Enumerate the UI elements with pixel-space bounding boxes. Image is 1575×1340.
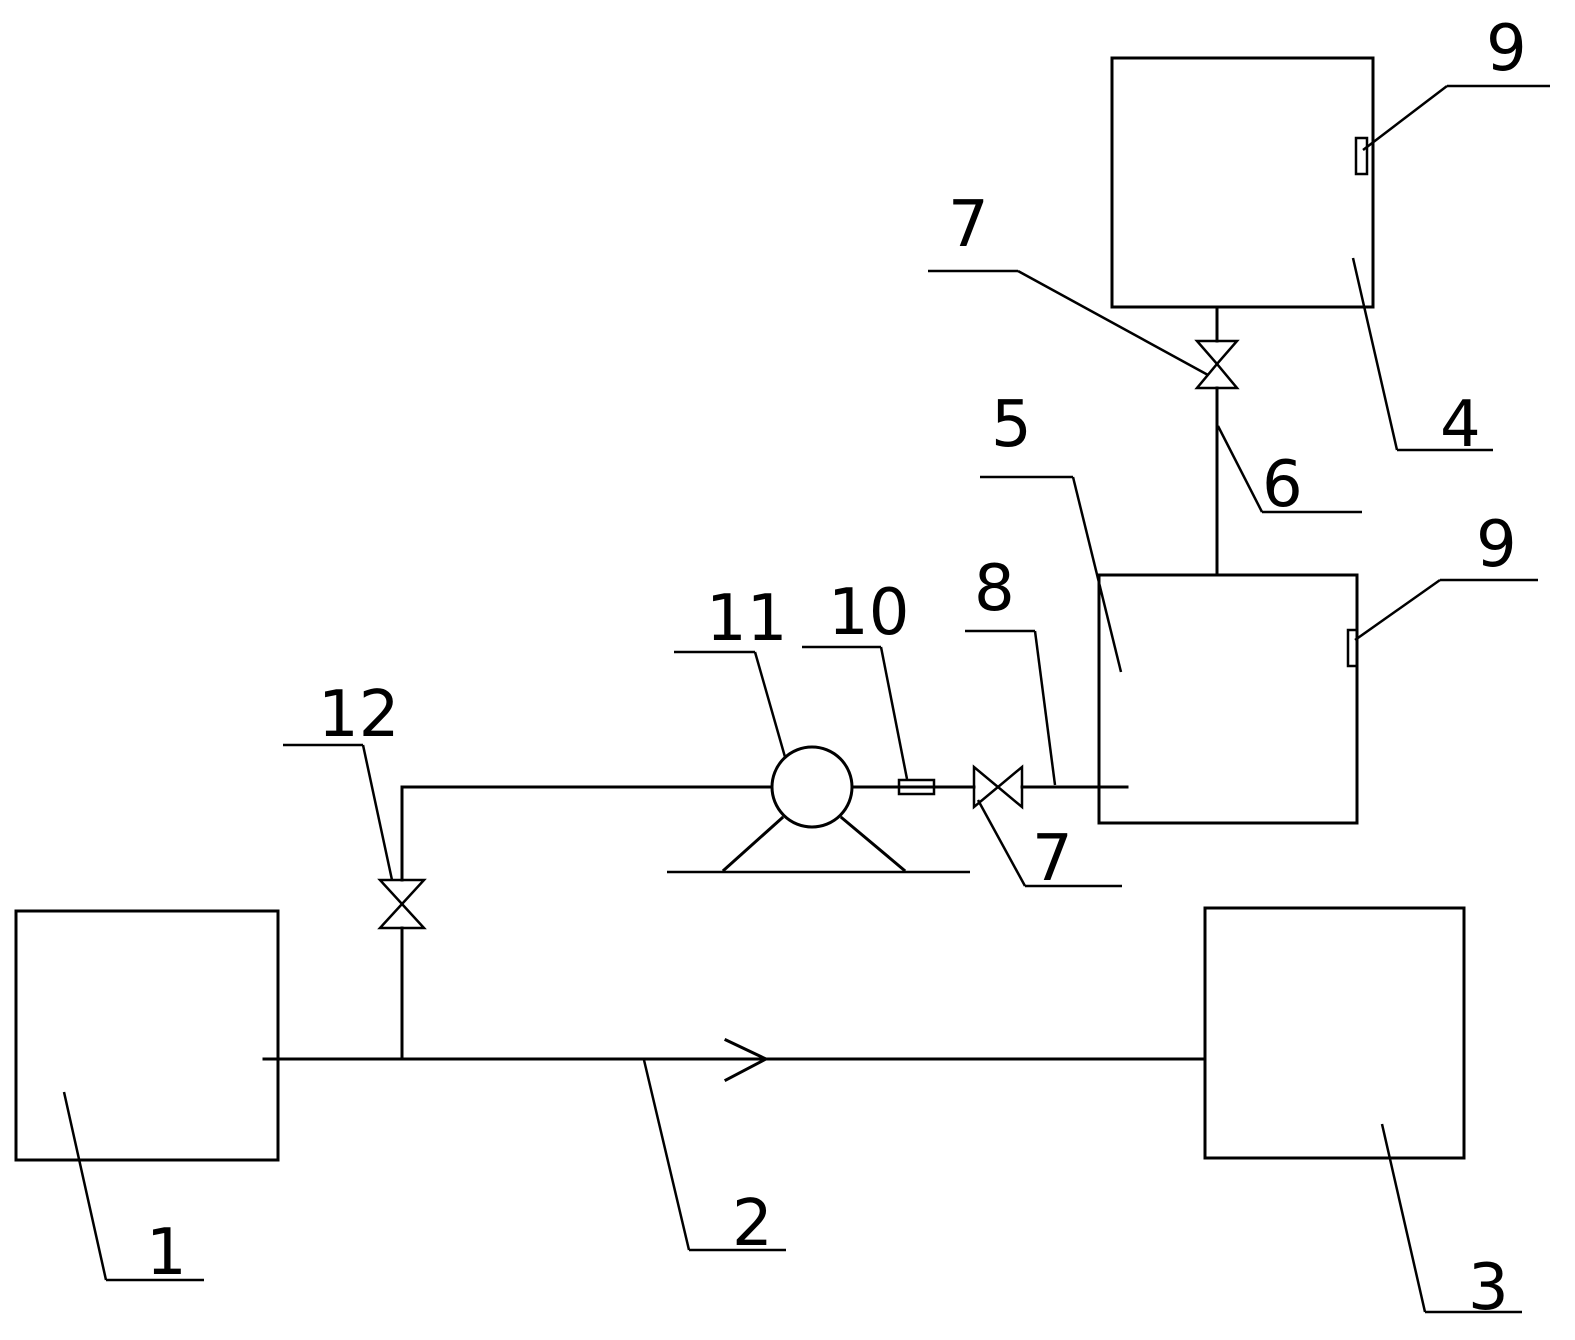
label-7-top: 7 (948, 188, 989, 262)
tank-3 (1203, 906, 1466, 1160)
label-6: 6 (1262, 448, 1303, 522)
tank-5 (1097, 573, 1359, 825)
label-8: 8 (974, 552, 1015, 626)
tank-1 (14, 909, 280, 1162)
leader-lines (62, 84, 1550, 1314)
label-2: 2 (732, 1187, 773, 1261)
label-10: 10 (828, 576, 909, 650)
valve-7-vertical (1194, 339, 1240, 390)
label-5: 5 (991, 388, 1032, 462)
label-7-bottom: 7 (1032, 822, 1073, 896)
label-1: 1 (146, 1216, 187, 1290)
label-9-mid: 9 (1476, 508, 1517, 582)
tank-4 (1110, 56, 1375, 309)
valve-7-horizontal (972, 764, 1024, 810)
valve-12 (377, 878, 427, 930)
sensor-10 (897, 778, 936, 796)
gauge-9-mid (1346, 628, 1359, 668)
label-3: 3 (1468, 1251, 1509, 1325)
gauge-9-top (1354, 136, 1369, 176)
label-9-top: 9 (1486, 12, 1527, 86)
label-11: 11 (706, 582, 787, 656)
label-4: 4 (1440, 388, 1481, 462)
label-12: 12 (318, 678, 399, 752)
pump-11 (721, 745, 907, 873)
flow-arrow (723, 1038, 770, 1083)
